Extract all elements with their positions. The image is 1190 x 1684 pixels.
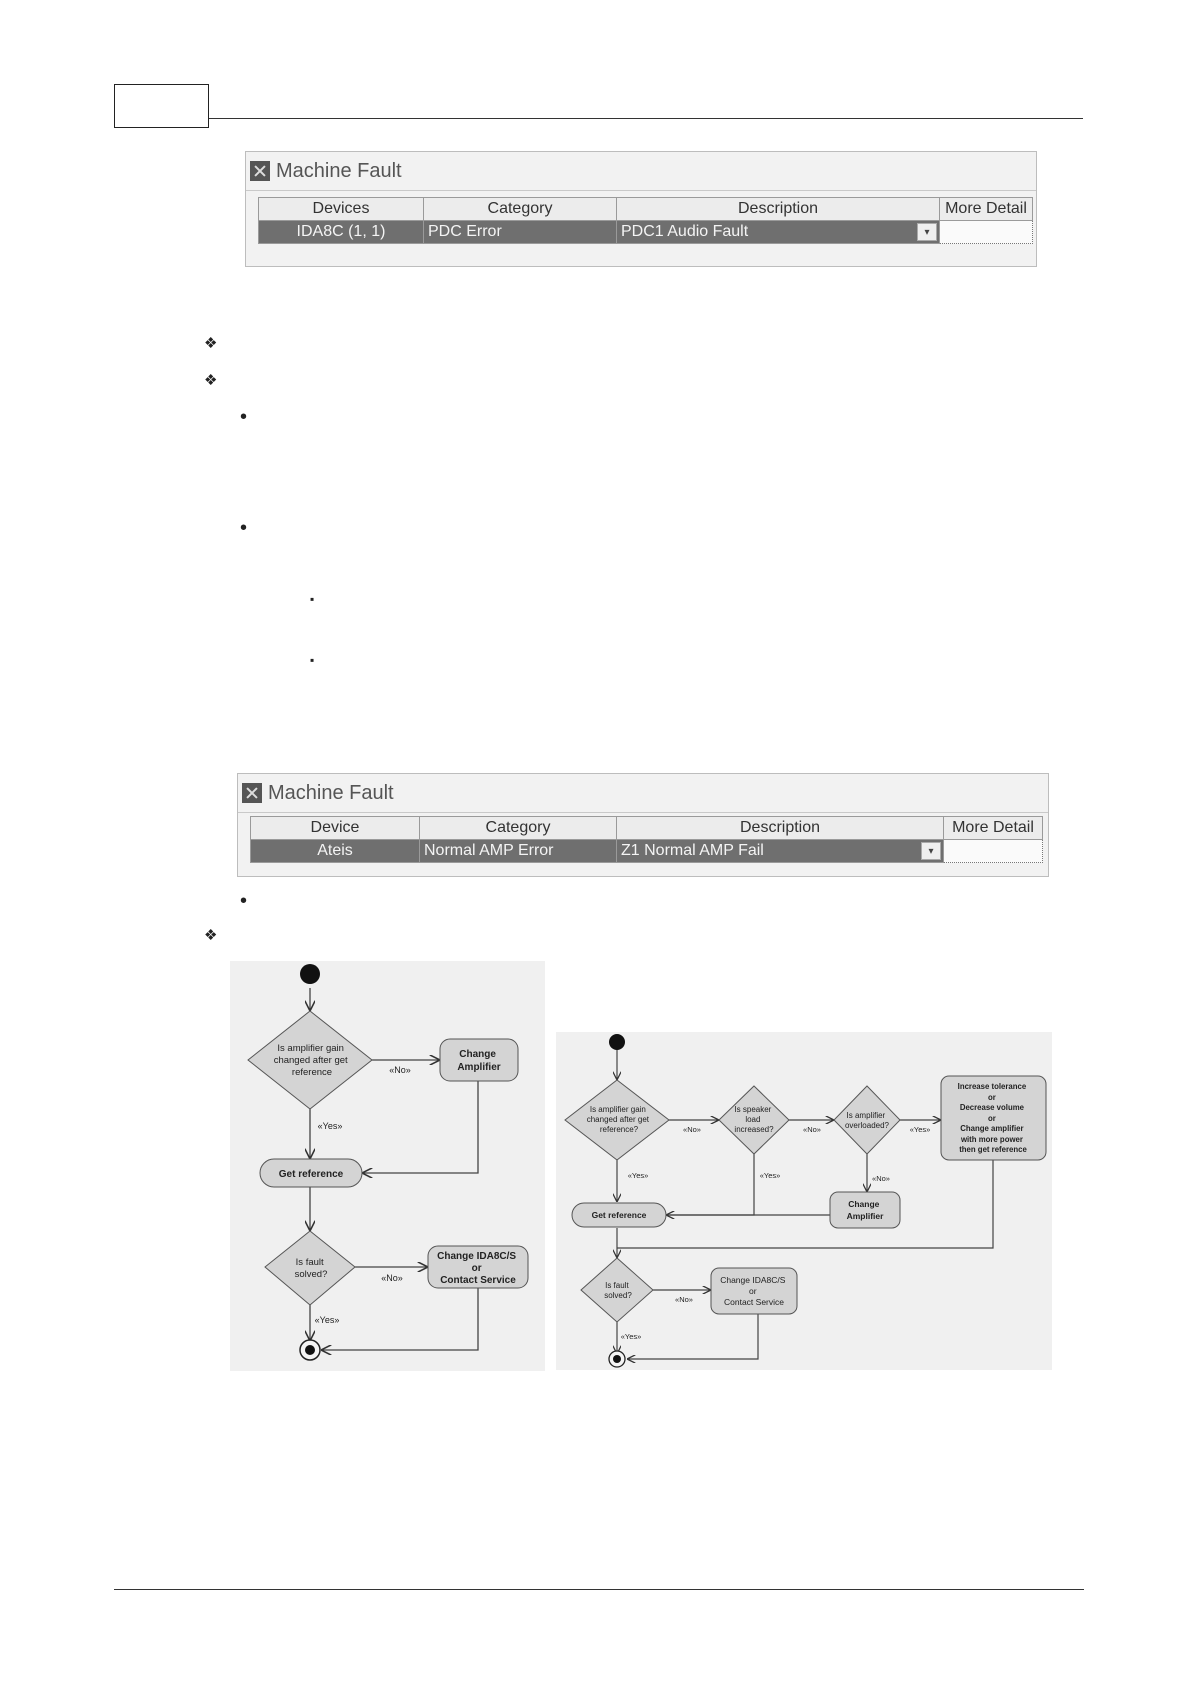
svg-text:Is fault solved?: Is fault solved?: [295, 1257, 328, 1280]
dot-bullet: •: [240, 890, 248, 912]
table-header-row: Devices Category Description More Detail: [258, 197, 1033, 221]
label-no: «No»: [381, 1273, 403, 1283]
svg-text:Change IDA8C/S or: Change IDA8C/S or Contact Service: [720, 1275, 788, 1307]
table-row[interactable]: IDA8C (1, 1) PDC Error PDC1 Audio Fault …: [258, 220, 1033, 244]
header-rule: [209, 118, 1083, 119]
decision-speaker-load: [718, 1085, 790, 1155]
column-header-description[interactable]: Description: [616, 197, 940, 221]
action-change-amplifier: [829, 1191, 901, 1229]
cell-description: Z1 Normal AMP Fail: [621, 842, 764, 859]
label-no: «No»: [803, 1125, 821, 1134]
page-number-box: [114, 84, 209, 128]
square-bullet: ▪: [310, 653, 315, 667]
dot-bullet: •: [240, 406, 248, 428]
decision-fault-solved: [580, 1257, 654, 1323]
column-header-more-detail[interactable]: More Detail: [939, 197, 1033, 221]
flowchart-amplifier-detailed: Is amplifier gain changed after get refe…: [556, 1032, 1052, 1370]
label-no: «No»: [872, 1174, 890, 1183]
decision-gain-changed: [247, 1010, 373, 1110]
decision-amplifier-overloaded: [833, 1085, 901, 1155]
action-change-ida8c: [427, 1245, 529, 1289]
column-header-more-detail[interactable]: More Detail: [943, 816, 1043, 840]
svg-text:Change IDA8C/S or: Change IDA8C/S or Contact Service: [437, 1251, 519, 1286]
label-no: «No»: [389, 1065, 411, 1075]
label-yes: «Yes»: [628, 1171, 649, 1180]
machine-fault-icon: [250, 161, 270, 181]
cell-device[interactable]: IDA8C (1, 1): [258, 220, 424, 244]
action-change-amplifier: [439, 1038, 519, 1082]
svg-text:Is fault solved?: Is fault solved?: [604, 1281, 632, 1300]
cell-more-detail[interactable]: [943, 839, 1043, 863]
flowchart-amplifier-gain: Is amplifier gain changed after get refe…: [230, 961, 545, 1371]
svg-text:Get reference: Get reference: [279, 1169, 344, 1180]
cell-more-detail[interactable]: [939, 220, 1033, 244]
svg-text:Is amplifier overloaded?: Is amplifier overloaded?: [845, 1111, 890, 1130]
svg-text:Is speaker load in: Is speaker load increased?: [734, 1105, 774, 1134]
flowchart-1-svg: Is amplifier gain changed after get refe…: [247, 964, 529, 1361]
label-yes: «Yes»: [760, 1171, 781, 1180]
fault-table: Device Category Description More Detail …: [250, 816, 1043, 863]
cell-device[interactable]: Ateis: [250, 839, 420, 863]
svg-text:Change Amplifier: Change Amplifier: [457, 1049, 500, 1073]
cell-category[interactable]: Normal AMP Error: [419, 839, 617, 863]
diamond-bullet: ❖: [204, 335, 218, 352]
chevron-down-icon[interactable]: ▾: [921, 842, 941, 860]
column-header-category[interactable]: Category: [419, 816, 617, 840]
machine-fault-panel-1: Machine Fault Devices Category Descripti…: [245, 151, 1037, 267]
start-node: [609, 1034, 625, 1050]
square-bullet: ▪: [310, 592, 315, 606]
column-header-category[interactable]: Category: [423, 197, 617, 221]
machine-fault-panel-2: Machine Fault Device Category Descriptio…: [237, 773, 1049, 877]
label-yes: «Yes»: [621, 1332, 642, 1341]
label-no: «No»: [675, 1295, 693, 1304]
svg-text:Get reference: Get reference: [592, 1210, 647, 1220]
diamond-bullet: ❖: [204, 927, 218, 944]
action-change-ida8c: [710, 1267, 798, 1315]
table-header-row: Device Category Description More Detail: [250, 816, 1043, 840]
cell-description: PDC1 Audio Fault: [621, 223, 749, 240]
chevron-down-icon[interactable]: ▾: [917, 223, 937, 241]
dot-bullet: •: [240, 517, 248, 539]
decision-fault-solved: [264, 1230, 356, 1306]
table-row[interactable]: Ateis Normal AMP Error Z1 Normal AMP Fai…: [250, 839, 1043, 863]
diamond-bullet: ❖: [204, 372, 218, 389]
action-get-reference: [259, 1158, 363, 1188]
panel-title: Machine Fault: [268, 781, 394, 804]
svg-text:Is amplifier gain change: Is amplifier gain changed after get refe…: [274, 1043, 351, 1078]
column-header-devices[interactable]: Devices: [258, 197, 424, 221]
label-yes: «Yes»: [318, 1121, 343, 1131]
action-increase-tolerance: [940, 1075, 1047, 1161]
action-get-reference: [571, 1202, 667, 1228]
flowchart-2-svg: Is amplifier gain changed after get refe…: [564, 1034, 1047, 1368]
fault-table: Devices Category Description More Detail…: [258, 197, 1033, 244]
description-dropdown[interactable]: Z1 Normal AMP Fail ▾: [616, 839, 944, 863]
svg-text:Change Amplifier: Change Amplifier: [847, 1199, 885, 1221]
cell-category[interactable]: PDC Error: [423, 220, 617, 244]
machine-fault-icon: [242, 783, 262, 803]
label-yes: «Yes»: [315, 1315, 340, 1325]
label-no: «No»: [683, 1125, 701, 1134]
label-yes: «Yes»: [910, 1125, 931, 1134]
column-header-description[interactable]: Description: [616, 816, 944, 840]
svg-text:Increase tolerance or: Increase tolerance or Decrease volume or…: [958, 1082, 1029, 1154]
description-dropdown[interactable]: PDC1 Audio Fault ▾: [616, 220, 940, 244]
footer-rule: [114, 1589, 1084, 1590]
column-header-device[interactable]: Device: [250, 816, 420, 840]
panel-title: Machine Fault: [276, 159, 402, 182]
decision-gain-changed: [564, 1079, 670, 1161]
start-node: [300, 964, 320, 984]
svg-text:Is amplifier gain change: Is amplifier gain changed after get refe…: [587, 1105, 652, 1134]
